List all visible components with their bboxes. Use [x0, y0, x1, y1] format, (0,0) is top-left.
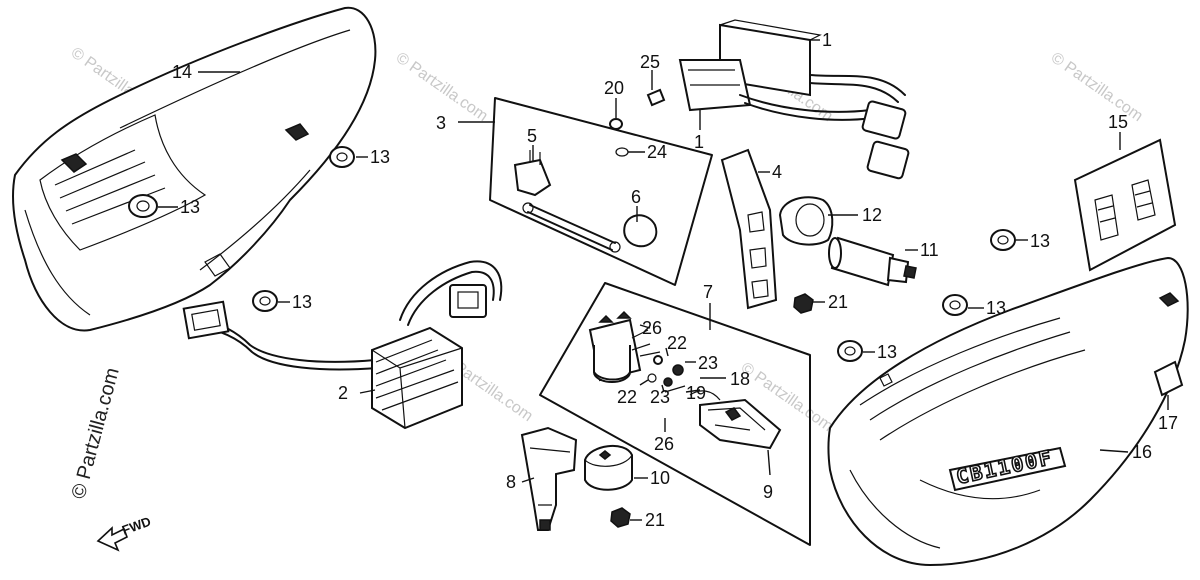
callout-3: 3 — [436, 113, 446, 133]
left-side-cover-part[interactable] — [12, 6, 377, 332]
forward-label: FWD — [120, 514, 153, 538]
callout-13: 13 — [1030, 231, 1050, 251]
callout-16: 16 — [1132, 442, 1152, 462]
part-17-label[interactable] — [1153, 360, 1184, 397]
callout-11: 11 — [920, 240, 939, 260]
small-fastener-parts[interactable] — [609, 88, 666, 157]
callout-19: 19 — [686, 383, 706, 403]
forward-direction-indicator: FWD — [96, 514, 153, 552]
callout-21: 21 — [645, 510, 665, 530]
callout-1: 1 — [822, 30, 832, 50]
callout-22: 22 — [617, 387, 637, 407]
part-8-holder[interactable] — [520, 426, 578, 531]
forward-arrow-icon — [96, 526, 129, 552]
callout-13: 13 — [370, 147, 390, 167]
callout-14: 14 — [172, 62, 192, 82]
relay-fasteners-part[interactable] — [639, 351, 686, 393]
ignition-unit-part[interactable] — [678, 19, 910, 180]
panel-7-part[interactable] — [539, 282, 811, 546]
watermark: © Partzilla.com — [1048, 49, 1146, 125]
bolt-21-parts[interactable] — [610, 293, 814, 528]
callout-15: 15 — [1108, 112, 1128, 132]
bracket-4-part[interactable] — [720, 148, 778, 310]
callout-24: 24 — [647, 142, 667, 162]
callout-26: 26 — [642, 318, 662, 338]
callout-23: 23 — [650, 387, 670, 407]
callout-8: 8 — [506, 472, 516, 492]
label-sheet-15-part[interactable] — [1073, 138, 1177, 272]
callout-4: 4 — [772, 162, 782, 182]
starter-relay-part[interactable] — [588, 310, 651, 383]
leader-lines — [158, 39, 1169, 521]
callout-7: 7 — [703, 282, 713, 302]
grommet-parts[interactable] — [128, 146, 1016, 362]
callout-9: 9 — [763, 482, 773, 502]
callout-13: 13 — [180, 197, 200, 217]
right-side-cover-part[interactable]: CB1100F — [827, 256, 1189, 567]
callout-13: 13 — [877, 342, 897, 362]
callout-5: 5 — [527, 126, 537, 146]
callout-21: 21 — [828, 292, 848, 312]
callout-17: 17 — [1158, 413, 1178, 433]
bracket-9-part[interactable] — [689, 390, 782, 450]
callout-23: 23 — [698, 353, 718, 373]
callout-6: 6 — [631, 187, 641, 207]
callout-12: 12 — [862, 205, 882, 225]
part-12-sleeve[interactable] — [778, 196, 834, 246]
panel-3-part[interactable] — [489, 97, 713, 286]
brand-text: © Partzilla.com — [68, 365, 124, 501]
part-11-cylinder[interactable] — [828, 236, 917, 287]
callout-1: 1 — [694, 132, 704, 152]
callout-labels: 1 1 2 3 4 5 6 7 8 9 10 11 12 13 13 13 13… — [172, 30, 1178, 530]
callout-10: 10 — [650, 468, 670, 488]
callout-20: 20 — [604, 78, 624, 98]
callout-25: 25 — [640, 52, 660, 72]
callout-2: 2 — [338, 383, 348, 403]
callout-13: 13 — [292, 292, 312, 312]
part-10-clip[interactable] — [584, 444, 633, 491]
callout-18: 18 — [730, 369, 750, 389]
callout-22: 22 — [667, 333, 687, 353]
callout-13: 13 — [986, 298, 1006, 318]
regulator-rectifier-part[interactable] — [182, 260, 503, 430]
callout-26: 26 — [654, 434, 674, 454]
